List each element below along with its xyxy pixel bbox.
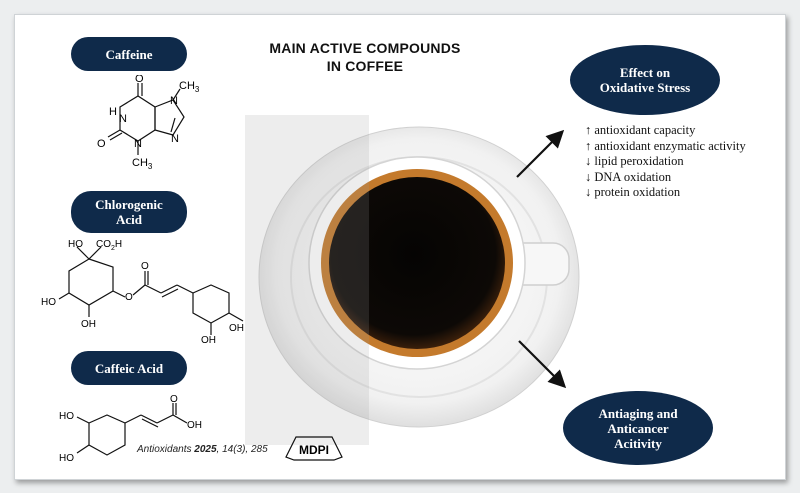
chlorogenic-acid-label: Chlorogenic Acid <box>71 191 187 233</box>
figure-title: MAIN ACTIVE COMPOUNDS IN COFFEE <box>255 39 475 75</box>
caffeine-n7: N <box>170 95 178 107</box>
mdpi-text: MDPI <box>299 443 329 457</box>
caffeine-n3: N <box>134 138 142 150</box>
chlorogenic-carbonyl-o: O <box>141 261 149 272</box>
left-shade <box>245 115 369 445</box>
figure-frame: MAIN ACTIVE COMPOUNDS IN COFFEE Caffeine… <box>14 14 786 480</box>
caffeine-h: H <box>109 106 117 118</box>
effect-item: ↓ lipid peroxidation <box>585 154 684 168</box>
title-line-2: IN COFFEE <box>326 58 404 74</box>
mdpi-logo: MDPI <box>285 436 343 461</box>
caffeic-oh: OH <box>187 420 202 431</box>
caffeic-ho-bottom: HO <box>59 453 74 464</box>
effect-item: ↑ antioxidant enzymatic activity <box>585 138 746 153</box>
caffeine-structure: O O H N N CH3 N CH3 N <box>97 75 200 171</box>
caffeine-n9: N <box>171 133 179 145</box>
coffee-surface <box>329 177 505 349</box>
arrow-up-right <box>516 129 565 178</box>
citation: Antioxidants 2025, 14(3), 285 <box>137 444 268 455</box>
arrows-layer <box>516 129 567 389</box>
caffeic-ho-top: HO <box>59 411 74 422</box>
effect-item: ↓ DNA oxidation <box>585 169 672 184</box>
chlorogenic-ester-o: O <box>125 292 133 303</box>
title-line-1: MAIN ACTIVE COMPOUNDS <box>269 40 461 56</box>
chlorogenic-ho-top: HO <box>68 239 83 250</box>
arrow-down-right <box>518 340 567 389</box>
caffeic-acid-label: Caffeic Acid <box>71 351 187 385</box>
chlorogenic-co2h: CO2H <box>96 239 122 252</box>
effect-on-oxidative-stress-bubble: Effect on Oxidative Stress <box>570 45 720 115</box>
chlorogenic-ho-left: HO <box>41 297 56 308</box>
caffeine-n1: N <box>119 113 127 125</box>
chlorogenic-oh-ring-2: OH <box>201 335 216 343</box>
effect-item: ↑ antioxidant capacity <box>585 123 696 137</box>
antiaging-anticancer-bubble: Antiaging and Anticancer Acitivity <box>563 391 713 465</box>
chlorogenic-oh-bottom: OH <box>81 319 96 330</box>
coffee-cup-illustration <box>245 115 580 445</box>
effects-list: ↑ antioxidant capacity ↑ antioxidant enz… <box>585 123 746 201</box>
caffeine-label: Caffeine <box>71 37 187 71</box>
caffeine-o-bottom: O <box>97 138 106 150</box>
chlorogenic-acid-structure: HO CO2H HO OH O O OH OH <box>41 239 244 343</box>
chlorogenic-oh-ring-1: OH <box>229 323 244 334</box>
caffeine-ch3-top: CH3 <box>179 80 200 94</box>
caffeic-acid-structure: O OH HO HO <box>59 394 202 464</box>
caffeine-ch3-bottom: CH3 <box>132 157 153 171</box>
caffeic-carbonyl-o: O <box>170 394 178 405</box>
caffeine-o-top: O <box>135 75 144 85</box>
effect-item: ↓ protein oxidation <box>585 185 681 199</box>
